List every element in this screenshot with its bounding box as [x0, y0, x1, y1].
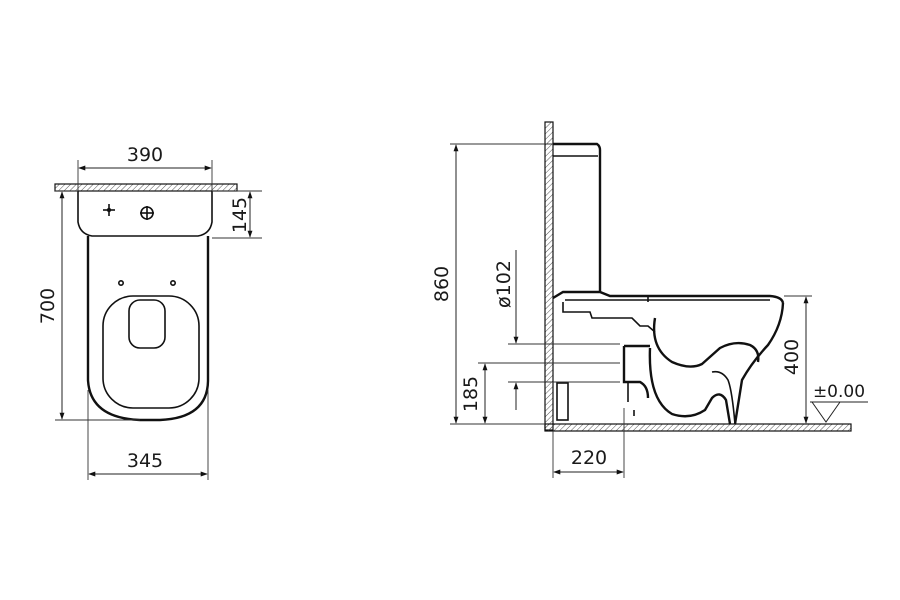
dim-label-700: 700 [37, 288, 59, 324]
top-lid-insert [128, 299, 166, 349]
side-bowl-inner [652, 317, 760, 368]
top-tank-outline [77, 191, 213, 237]
dim-label-860: 860 [431, 266, 453, 302]
dim-label-102: ø102 [493, 260, 515, 308]
tank-outlet-icon [140, 206, 154, 220]
dim-label-220: 220 [571, 447, 607, 469]
top-seat-inner [102, 295, 200, 409]
hinge-hole-left [118, 279, 125, 286]
floor-level-marker [810, 401, 868, 423]
side-cistern-outline [553, 142, 602, 292]
side-outlet-pipe [622, 344, 650, 399]
side-water-connector [556, 382, 569, 421]
top-view: 390 145 700 345 [37, 144, 262, 480]
side-rim [552, 290, 785, 304]
side-floor [544, 423, 852, 432]
dim-label-390: 390 [127, 144, 163, 166]
side-flush-channel [562, 302, 656, 333]
top-bowl-outline [86, 236, 210, 422]
dim-label-345: 345 [127, 450, 163, 472]
dim-label-145: 145 [229, 197, 251, 233]
side-bowl-outer [733, 302, 785, 425]
flush-button-icon [103, 204, 115, 216]
floor-level-label: ±0.00 [813, 382, 865, 402]
top-wall [54, 183, 238, 192]
side-wall [544, 121, 554, 431]
side-view: 860 ø102 185 400 ±0.00 220 [431, 121, 868, 478]
side-trap [648, 347, 732, 425]
dim-label-400: 400 [781, 339, 803, 375]
hinge-hole-right [170, 279, 177, 286]
dim-label-185: 185 [460, 376, 482, 412]
